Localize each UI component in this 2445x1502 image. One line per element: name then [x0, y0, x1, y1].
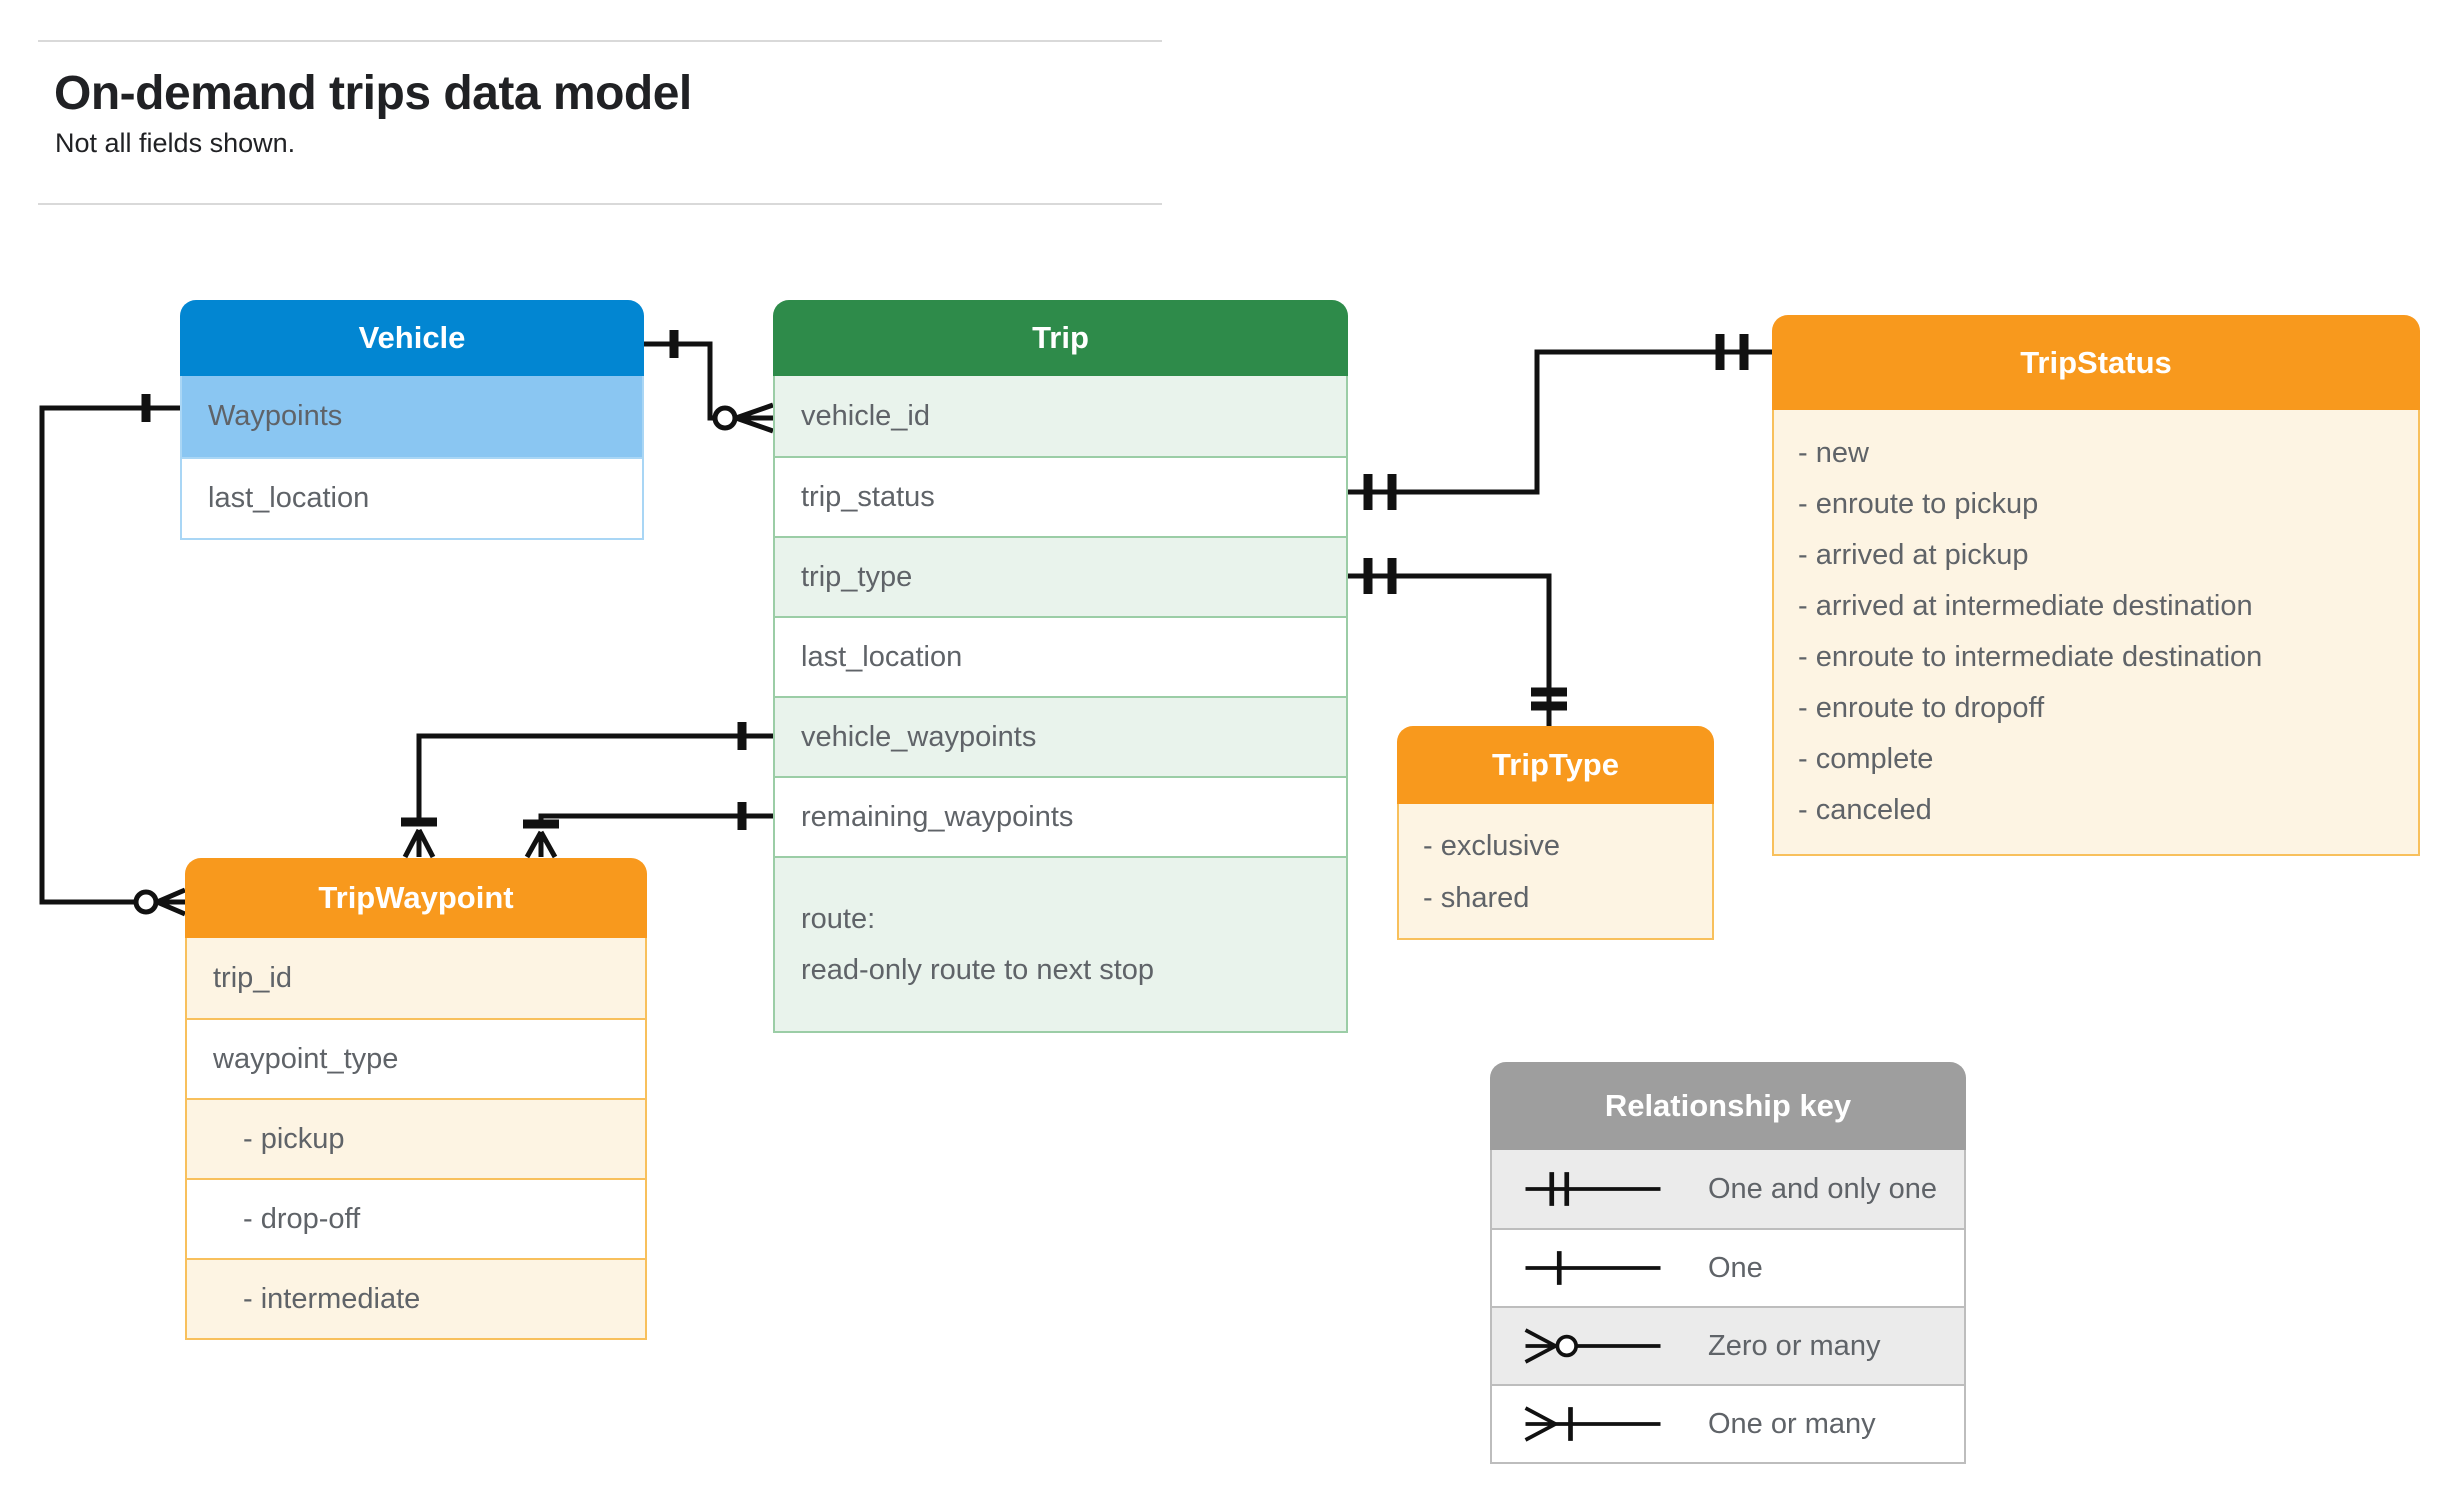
vehicle-table: Vehicle Waypoints last_location [180, 300, 644, 540]
key-row-one: One [1492, 1228, 1964, 1306]
tripwaypoint-field-trip-id: trip_id [187, 938, 645, 1018]
tripstatus-item-new: - new [1798, 437, 1869, 469]
tripstatus-item-canceled: - canceled [1798, 794, 1932, 826]
trip-table: Trip vehicle_id trip_status trip_type la… [773, 300, 1348, 1033]
trip-field-remaining-waypoints: remaining_waypoints [775, 776, 1346, 856]
tripwaypoint-enum-drop-off: - drop-off [187, 1178, 645, 1258]
triptype-item-shared: - shared [1423, 882, 1530, 914]
triptype-table-body: - exclusive - shared [1397, 804, 1714, 940]
key-row-one-and-only-one: One and only one [1492, 1150, 1964, 1228]
trip-field-route: route: read-only route to next stop [775, 856, 1346, 1031]
key-label: One or many [1708, 1407, 1876, 1440]
relationship-key: Relationship key One and only one One [1490, 1062, 1966, 1464]
key-row-zero-or-many: Zero or many [1492, 1306, 1964, 1384]
tripstatus-item-enroute-to-dropoff: - enroute to dropoff [1798, 692, 2045, 724]
key-row-one-or-many: One or many [1492, 1384, 1964, 1462]
tripwaypoint-table: TripWaypoint trip_id waypoint_type - pic… [185, 858, 647, 1340]
key-label: One and only one [1708, 1172, 1937, 1205]
trip-field-vehicle-id: vehicle_id [775, 376, 1346, 456]
tripstatus-enum-list: - new - enroute to pickup - arrived at p… [1774, 410, 2418, 854]
tripstatus-table: TripStatus - new - enroute to pickup - a… [1772, 315, 2420, 856]
vehicle-field-last-location: last_location [182, 457, 642, 538]
connector-vehicle-waypoints-to-tripwaypoint [39, 394, 186, 917]
vehicle-field-waypoints: Waypoints [182, 376, 642, 457]
page-title: On-demand trips data model [54, 67, 692, 120]
tripwaypoint-field-waypoint-type: waypoint_type [187, 1018, 645, 1098]
title-divider-top [38, 40, 1162, 42]
one-and-only-one-symbol [1525, 1172, 1661, 1206]
trip-field-trip-status: trip_status [775, 456, 1346, 536]
trip-table-body: vehicle_id trip_status trip_type last_lo… [773, 376, 1348, 1033]
tripwaypoint-enum-pickup: - pickup [187, 1098, 645, 1178]
one-or-many-symbol [1524, 1406, 1661, 1442]
zero-or-many-symbol [1524, 1328, 1661, 1364]
tripwaypoint-table-body: trip_id waypoint_type - pickup - drop-of… [185, 938, 647, 1340]
triptype-table: TripType - exclusive - shared [1397, 726, 1714, 940]
trip-route-description: read-only route to next stop [801, 953, 1155, 986]
title-divider-bottom [38, 203, 1162, 205]
connector-trip-vehicle-waypoints-to-tripwaypoint [401, 722, 773, 859]
connector-trip-type-to-triptype [1348, 558, 1567, 726]
tripstatus-item-enroute-to-pickup: - enroute to pickup [1798, 488, 2039, 520]
tripstatus-table-body: - new - enroute to pickup - arrived at p… [1772, 410, 2420, 856]
tripstatus-table-header: TripStatus [1772, 315, 2420, 410]
one-symbol [1525, 1251, 1661, 1285]
connector-vehicle-to-trip [644, 330, 774, 434]
trip-field-vehicle-waypoints: vehicle_waypoints [775, 696, 1346, 776]
trip-field-trip-type: trip_type [775, 536, 1346, 616]
trip-route-label: route: [801, 902, 876, 935]
page-subtitle: Not all fields shown. [55, 128, 296, 158]
tripwaypoint-table-header: TripWaypoint [185, 858, 647, 938]
relationship-key-body: One and only one One Zero or many [1490, 1150, 1966, 1464]
trip-table-header: Trip [773, 300, 1348, 376]
connector-trip-status-to-tripstatus [1348, 334, 1772, 510]
key-label: Zero or many [1708, 1329, 1881, 1362]
connector-trip-remaining-waypoints-to-tripwaypoint [523, 802, 773, 859]
tripstatus-item-arrived-at-pickup: - arrived at pickup [1798, 539, 2029, 571]
vehicle-table-header: Vehicle [180, 300, 644, 376]
triptype-item-exclusive: - exclusive [1423, 830, 1560, 862]
tripstatus-item-arrived-at-intermediate-destination: - arrived at intermediate destination [1798, 590, 2253, 622]
trip-field-last-location: last_location [775, 616, 1346, 696]
key-label: One [1708, 1251, 1763, 1284]
triptype-enum-list: - exclusive - shared [1399, 804, 1712, 938]
triptype-table-header: TripType [1397, 726, 1714, 804]
tripwaypoint-enum-intermediate: - intermediate [187, 1258, 645, 1338]
tripstatus-item-complete: - complete [1798, 743, 1934, 775]
vehicle-table-body: Waypoints last_location [180, 376, 644, 540]
relationship-key-header: Relationship key [1490, 1062, 1966, 1150]
tripstatus-item-enroute-to-intermediate-destination: - enroute to intermediate destination [1798, 641, 2263, 673]
